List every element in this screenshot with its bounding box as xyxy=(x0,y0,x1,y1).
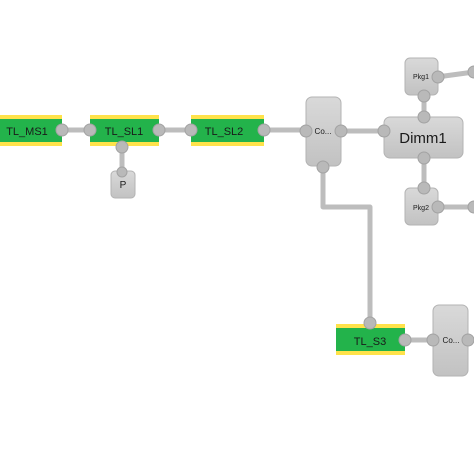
pin-sl2-left[interactable] xyxy=(184,123,198,137)
pin-sl1-bottom[interactable] xyxy=(115,140,129,154)
pin-s3-right[interactable] xyxy=(398,333,412,347)
pin-pkg2-top[interactable] xyxy=(417,181,431,195)
wire-connector-s3 xyxy=(320,165,373,325)
pin-connector2-left[interactable] xyxy=(426,333,440,347)
tl-sl1-label: TL_SL1 xyxy=(105,126,144,138)
pkg2-label: Pkg2 xyxy=(413,205,429,212)
connector-2-label: Co... xyxy=(443,336,460,345)
pin-sl1-right[interactable] xyxy=(152,123,166,137)
port-label: P xyxy=(120,180,127,191)
pin-pkg1-bottom[interactable] xyxy=(417,89,431,103)
pin-dimm-bottom[interactable] xyxy=(417,151,431,165)
pin-dimm-left[interactable] xyxy=(377,124,391,138)
tl-sl2-label: TL_SL2 xyxy=(205,126,244,138)
pin-connector1-left[interactable] xyxy=(299,124,313,138)
pkg1-label: Pkg1 xyxy=(413,74,429,81)
pin-s3-top[interactable] xyxy=(363,316,377,330)
pin-pkg2-right[interactable] xyxy=(431,200,445,214)
pin-connector1-bottom[interactable] xyxy=(316,160,330,174)
pin-connector1-right[interactable] xyxy=(334,124,348,138)
pin-dimm-top[interactable] xyxy=(417,110,431,124)
pin-offscreen-bottom[interactable] xyxy=(467,200,474,214)
connector-1-label: Co... xyxy=(315,127,332,136)
pin-offscreen-top[interactable] xyxy=(467,65,474,79)
pin-sl1-left[interactable] xyxy=(83,123,97,137)
dimm1-label: Dimm1 xyxy=(399,130,447,147)
pin-ms1-right[interactable] xyxy=(55,123,69,137)
tl-ms1-label: TL_MS1 xyxy=(6,126,48,138)
tl-ms1-node[interactable]: TL_MS1 xyxy=(0,115,62,146)
tl-s3-label: TL_S3 xyxy=(354,336,386,348)
pin-connector2-right[interactable] xyxy=(461,333,474,347)
pin-sl2-right[interactable] xyxy=(257,123,271,137)
pin-pkg1-right[interactable] xyxy=(431,70,445,84)
tl-sl2-node[interactable]: TL_SL2 xyxy=(191,115,264,146)
pin-port-top[interactable] xyxy=(116,166,128,178)
